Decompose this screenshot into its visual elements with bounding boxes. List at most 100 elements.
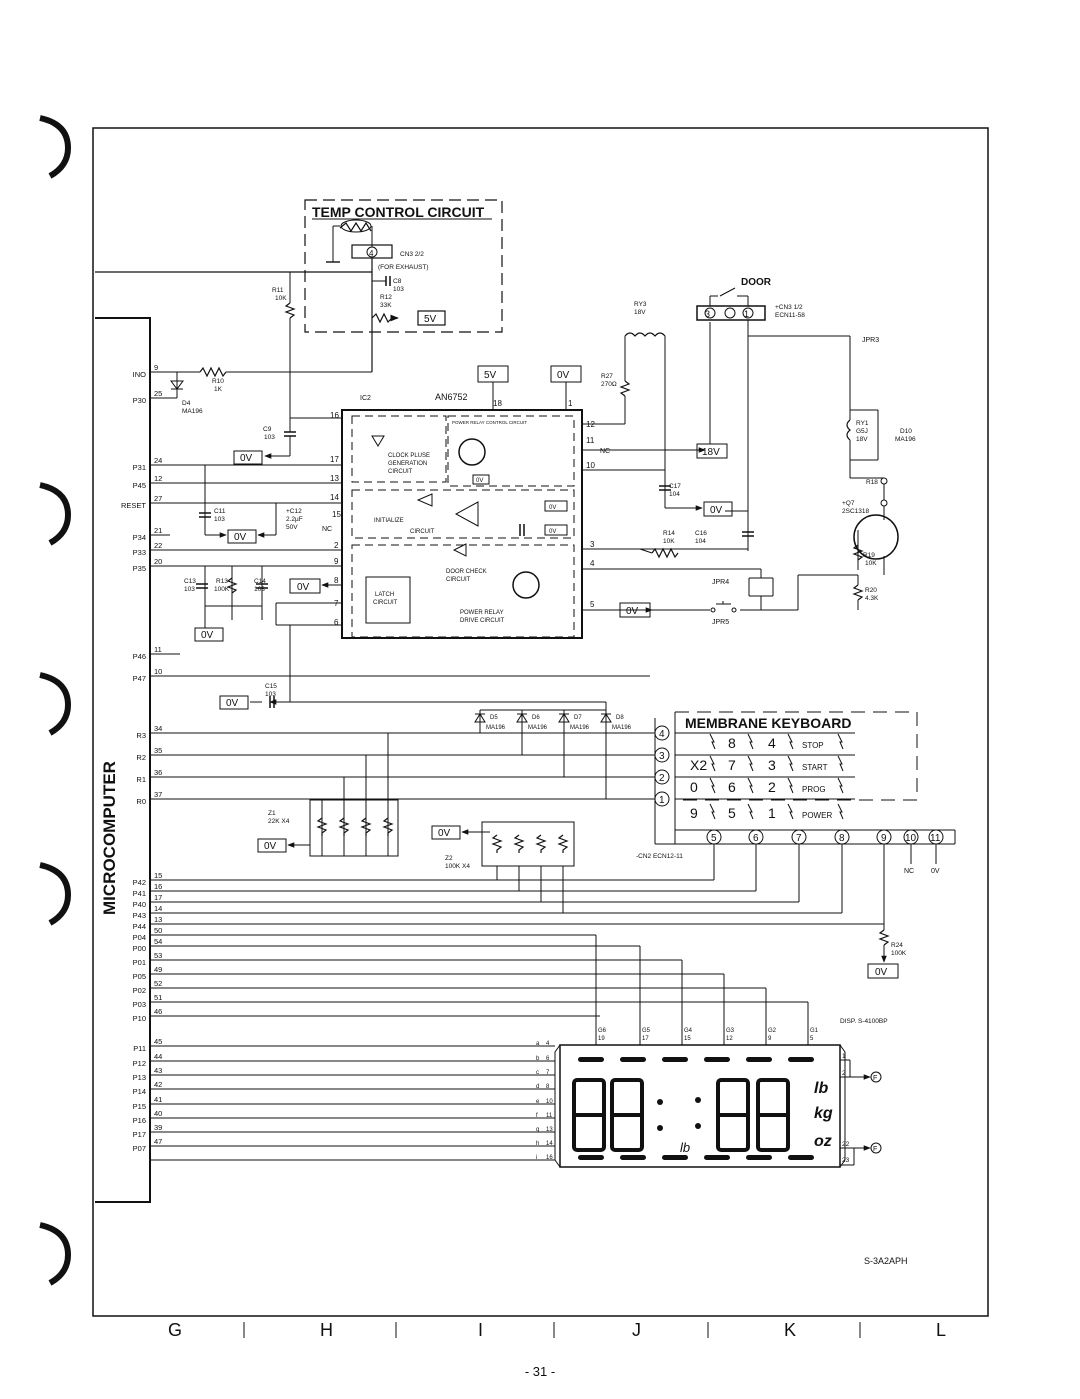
- mc-pin-name: P00: [133, 944, 146, 953]
- relay-labels: RY3 18V R27 270Ω DOOR +CN3 1/2 ECN11-58 …: [600, 277, 916, 626]
- 0v-label-2: 0V: [234, 532, 247, 543]
- c12-value2: 50V: [286, 524, 298, 531]
- jpr3-label: JPR3: [862, 337, 879, 344]
- array-resistor: [382, 817, 394, 836]
- display-top-bars: [578, 1057, 814, 1062]
- mc-pin-number: 39: [154, 1123, 162, 1132]
- display-bottom-bars: [578, 1155, 814, 1160]
- key-switch-mark: [747, 733, 754, 750]
- array-resistor: [513, 834, 525, 853]
- ic2-pin: 9: [334, 557, 339, 566]
- mc-pin-name: P07: [133, 1144, 146, 1153]
- 0v-label-4: 0V: [297, 582, 310, 593]
- key-switch-mark: [709, 803, 716, 820]
- microcomputer-label: MICROCOMPUTER: [100, 761, 119, 915]
- r10-value: 1K: [214, 386, 223, 393]
- resistor-arrays: [316, 817, 569, 853]
- mc-pin-number: 42: [154, 1080, 162, 1089]
- ic2-door-check: DOOR CHECK: [446, 569, 487, 575]
- mc-pin-name: P30: [133, 396, 146, 405]
- grid-name: G6: [598, 1028, 607, 1034]
- grid-col-I: I: [478, 1320, 483, 1340]
- c15-label: C15: [265, 683, 277, 690]
- keyboard-key: 5: [728, 805, 736, 821]
- cn3-pin-3: 3: [705, 309, 710, 319]
- z2-label: Z2: [445, 855, 453, 862]
- mc-pin-name: P43: [133, 911, 146, 920]
- temp-exhaust-label: (FOR EXHAUST): [378, 264, 429, 271]
- grid-col-G: G: [168, 1320, 182, 1340]
- ry3-value: 18V: [634, 309, 646, 316]
- mc-pin-number: 47: [154, 1137, 162, 1146]
- key-switch-mark: [709, 777, 716, 794]
- ic2-pin: 3: [590, 540, 595, 549]
- grid-col-H: H: [320, 1320, 333, 1340]
- door-label: DOOR: [741, 277, 772, 288]
- c17-label: C17: [669, 483, 681, 490]
- mc-pin-name: P42: [133, 878, 146, 887]
- mc-pin-name: R1: [136, 775, 146, 784]
- mc-pin-name: R3: [136, 731, 146, 740]
- mc-pin-name: P10: [133, 1014, 146, 1023]
- unit-oz: oz: [814, 1133, 832, 1150]
- grid-pin: 5: [810, 1036, 814, 1042]
- r27-value: 270Ω: [601, 381, 617, 388]
- f-label-1: F: [873, 1075, 877, 1082]
- key-switch-mark: [787, 803, 794, 820]
- colon-dot: [695, 1123, 701, 1129]
- mc-pin-number: 49: [154, 965, 162, 974]
- kb-row-pin-num: 3: [659, 751, 665, 762]
- q7-value: 2SC1318: [842, 508, 869, 515]
- mc-pin-number: 15: [154, 871, 162, 880]
- display-bottom-bar: [578, 1155, 604, 1160]
- kb-col-pin-num: 11: [930, 833, 941, 844]
- disp-pin-2: 2: [842, 1070, 846, 1077]
- mc-pin-number: 17: [154, 893, 162, 902]
- d4-value: MA196: [182, 408, 203, 415]
- q7-label: +Q7: [842, 500, 855, 507]
- kb-col-pin-num: 9: [881, 833, 887, 844]
- mc-pin-number: 21: [154, 526, 162, 535]
- ic2-latch: LATCH: [375, 592, 394, 598]
- segment-letter: i: [536, 1155, 537, 1161]
- segment-pin: 10: [546, 1099, 553, 1105]
- segment-letter: e: [536, 1099, 540, 1105]
- segment-pin: 8: [546, 1084, 550, 1090]
- keyboard-key: 1: [768, 805, 776, 821]
- array-resistor: [360, 817, 372, 836]
- diode-value: MA196: [528, 725, 548, 731]
- mc-pin-name: P46: [133, 652, 146, 661]
- nc-label-2: NC: [600, 448, 610, 455]
- ic2-pin: 16: [330, 411, 339, 420]
- key-switch-mark: [709, 733, 716, 750]
- grid-name: G5: [642, 1028, 651, 1034]
- 0v-label-6: 0V: [710, 505, 723, 516]
- left-wiring: [150, 464, 650, 710]
- diode-symbol: [516, 713, 528, 723]
- mc-pin-name: P33: [133, 548, 146, 557]
- 0v-label-1: 0V: [240, 453, 253, 464]
- grid-name: G2: [768, 1028, 777, 1034]
- diode-symbol: [600, 713, 612, 723]
- c12-value: 2.2µF: [286, 516, 303, 523]
- p-lines: [150, 844, 937, 979]
- kb-row-pin-num: 4: [659, 729, 665, 740]
- ic2-part: AN6752: [435, 392, 468, 402]
- ic2-pin: 14: [330, 493, 339, 502]
- mc-pin-name: P34: [133, 533, 146, 542]
- ic2-init: INITIALIZE: [374, 518, 404, 524]
- c16-label: C16: [695, 530, 707, 537]
- segment-pin: 16: [546, 1155, 553, 1161]
- kb-col-pin-num: 7: [796, 833, 802, 844]
- mc-pin-number: 45: [154, 1037, 162, 1046]
- grid-pin: 12: [726, 1036, 733, 1042]
- mc-pin-name: P40: [133, 900, 146, 909]
- c9-label: C9: [263, 426, 272, 433]
- mc-pin-number: 40: [154, 1109, 162, 1118]
- mc-pin-number: 51: [154, 993, 162, 1002]
- disp-label: DISP. S-4100BP: [840, 1018, 888, 1025]
- ry1-value: G5J: [856, 428, 868, 435]
